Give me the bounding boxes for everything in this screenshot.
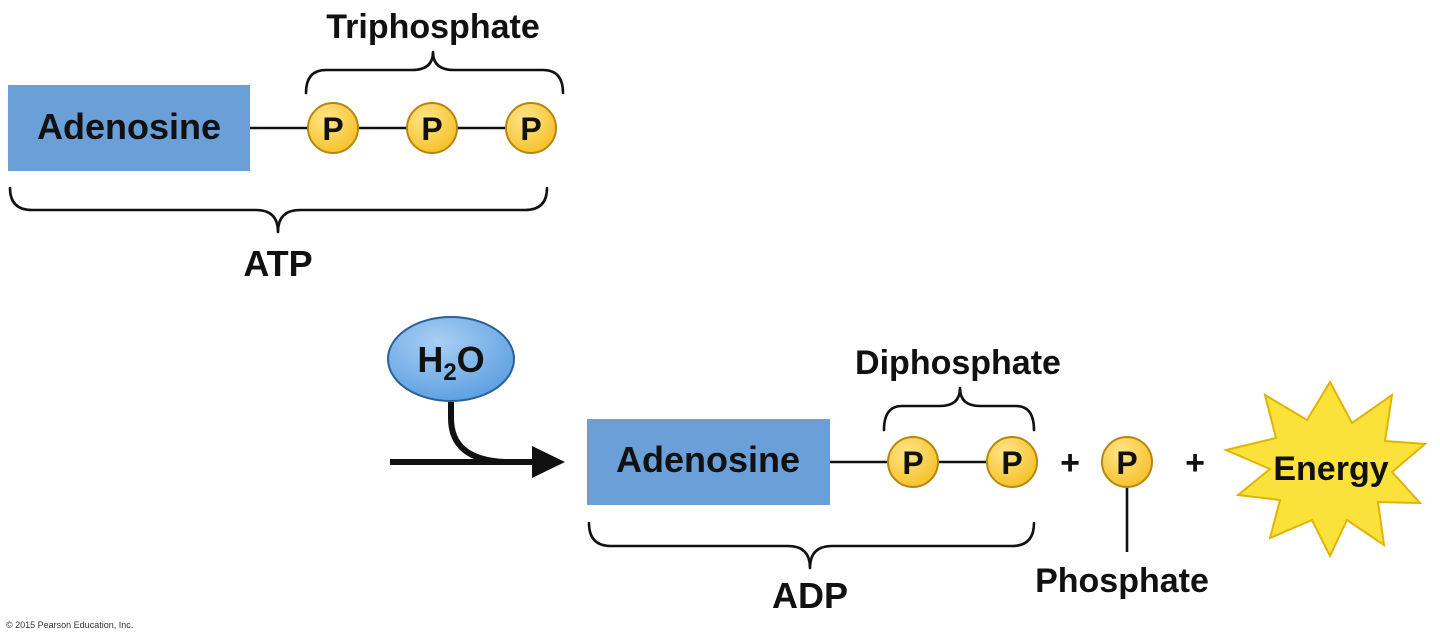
water-incoming-curve bbox=[448, 402, 506, 465]
phosphate-icon bbox=[986, 436, 1038, 488]
energy-label: Energy bbox=[1273, 450, 1388, 488]
atp-phosphate-3: P bbox=[505, 102, 557, 154]
atp-adenosine-box bbox=[8, 85, 250, 171]
phosphate-icon bbox=[406, 102, 458, 154]
atp-phosphate-1: P bbox=[307, 102, 359, 154]
phosphate-symbol: P bbox=[520, 111, 541, 147]
reaction-products: + P Phosphate + Energy bbox=[1035, 379, 1428, 600]
phosphate-icon bbox=[887, 436, 939, 488]
free-phosphate-label: Phosphate bbox=[1035, 562, 1209, 600]
adp-adenosine-box bbox=[587, 419, 830, 505]
phosphate-symbol: P bbox=[1001, 445, 1022, 481]
phosphate-symbol: P bbox=[1116, 445, 1137, 481]
atp-molecule: Triphosphate Adenosine P P P ATP bbox=[8, 8, 565, 284]
plus-sign-1: + bbox=[1060, 444, 1080, 482]
water-o: O bbox=[457, 339, 485, 380]
atp-brace bbox=[8, 186, 549, 234]
phosphate-symbol: P bbox=[902, 445, 923, 481]
water-molecule-icon bbox=[387, 316, 515, 402]
phosphate-icon bbox=[1101, 436, 1153, 488]
plus-sign-2: + bbox=[1185, 444, 1205, 482]
water-subscript: 2 bbox=[443, 359, 456, 386]
reaction-arrow-head-icon bbox=[532, 446, 565, 478]
phosphate-icon bbox=[505, 102, 557, 154]
water-formula: H2O bbox=[417, 339, 484, 386]
adp-label: ADP bbox=[772, 575, 848, 616]
phosphate-icon bbox=[307, 102, 359, 154]
triphosphate-label: Triphosphate bbox=[326, 8, 539, 46]
adp-brace bbox=[587, 521, 1036, 570]
adp-adenosine-label: Adenosine bbox=[616, 439, 800, 480]
triphosphate-brace bbox=[304, 50, 565, 95]
phosphate-symbol: P bbox=[322, 111, 343, 147]
phosphate-symbol: P bbox=[421, 111, 442, 147]
energy-starburst-icon bbox=[1222, 379, 1428, 559]
adp-phosphate-1: P bbox=[887, 436, 939, 488]
adp-molecule: Diphosphate Adenosine P P ADP bbox=[587, 344, 1061, 616]
atp-adenosine-label: Adenosine bbox=[37, 106, 221, 147]
water-h: H bbox=[417, 339, 443, 380]
atp-label: ATP bbox=[243, 243, 312, 284]
atp-phosphate-2: P bbox=[406, 102, 458, 154]
copyright-notice: © 2015 Pearson Education, Inc. bbox=[6, 620, 134, 630]
diphosphate-brace bbox=[882, 386, 1036, 432]
free-phosphate: P bbox=[1101, 436, 1153, 488]
diphosphate-label: Diphosphate bbox=[855, 344, 1061, 382]
hydrolysis-reaction: H2O bbox=[387, 316, 565, 478]
adp-phosphate-2: P bbox=[986, 436, 1038, 488]
